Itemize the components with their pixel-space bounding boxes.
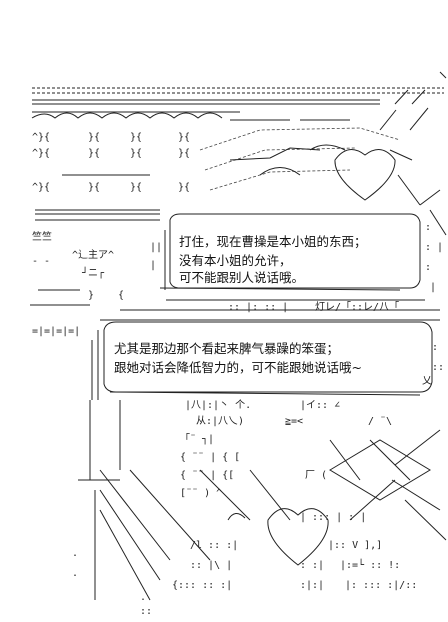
top-rules <box>32 71 447 105</box>
speech-bubble-top-line-1: 打住，现在曹操是本小姐的东西； <box>178 234 368 250</box>
svg-text:|:: V ],]: |:: V ],] <box>328 540 382 551</box>
svg-text:{ ¨¨ | { [: { ¨¨ | { [ <box>180 452 240 463</box>
svg-text:从:|八乀): 从:|八乀) <box>196 416 244 427</box>
svg-text:}{: }{ <box>130 148 142 159</box>
svg-text:}{: }{ <box>178 148 190 159</box>
svg-text::: : <box>425 262 431 273</box>
svg-text::: |: :: |: :: |: :: | <box>228 302 288 313</box>
svg-text:{::: :: :|: {::: :: :| <box>172 580 232 591</box>
svg-text:^}{: ^}{ <box>32 132 50 143</box>
svg-text:}{: }{ <box>88 148 100 159</box>
svg-text:|: | <box>150 260 156 271</box>
speech-bubble-bottom-line-2: 跟她对话会降低智力的，可不能跟她说话哦~ <box>113 360 363 376</box>
speech-bubble-top-outline: : : | : | <box>159 213 443 301</box>
left-face-details: 竺竺 ^辶主ア^ ┘ニ┌ - - } { =|=|=|=| || | <box>30 230 162 400</box>
svg-text:}{: }{ <box>130 182 142 193</box>
svg-text::: |\ |: :: |\ | <box>190 560 232 571</box>
svg-text:.: . <box>72 568 78 579</box>
svg-text::: : <box>432 342 438 353</box>
svg-text:|: | <box>430 282 436 293</box>
svg-text::|:|: :|:| <box>300 580 324 591</box>
svg-text:}{: }{ <box>130 132 142 143</box>
svg-text:^}{: ^}{ <box>32 182 50 193</box>
svg-text:: :|: : :| <box>300 560 324 571</box>
svg-text:{: { <box>118 290 124 301</box>
upper-right-figure <box>199 127 447 236</box>
svg-text:: |: : | <box>425 242 443 253</box>
svg-text:厂 (: 厂 ( <box>305 470 327 481</box>
middle-strip: :: |: :: | 灯レ/「::レ/八「 <box>100 301 440 321</box>
svg-text:}: } <box>88 290 94 301</box>
svg-text:/ ¨\: / ¨\ <box>368 416 392 427</box>
hair-pattern: ^}{ }{ }{ }{ ^}{ }{ }{ }{ ^}{ }{ }{ }{ <box>31 107 429 221</box>
svg-text:=|=|=|=|: =|=|=|=| <box>32 326 80 337</box>
svg-text:| ::: | : |: | ::: | : | <box>300 512 366 523</box>
svg-text:||: || <box>150 242 162 253</box>
svg-text:竺竺: 竺竺 <box>32 230 52 243</box>
speech-bubble-top-line-2: 没有本小姐的允许， <box>178 253 293 269</box>
svg-text:::: :: <box>432 362 444 373</box>
svg-text:≧=<: ≧=< <box>285 416 303 427</box>
speech-bubble-bottom-outline: 乂 : :: <box>103 321 444 396</box>
speech-bubble-top-line-3: 可不能跟别人说话哦。 <box>178 270 306 286</box>
svg-text:^辶主ア^: ^辶主ア^ <box>72 249 114 261</box>
svg-text:}{: }{ <box>178 182 190 193</box>
svg-text:.: . <box>140 592 146 603</box>
svg-text:|八|:|丶 个.: |八|:|丶 个. <box>185 399 251 411</box>
svg-text:乂: 乂 <box>422 376 432 387</box>
svg-text:}{: }{ <box>88 182 100 193</box>
svg-text:.: . <box>72 548 78 559</box>
svg-text:|: ::: :|/::: |: ::: :|/:: <box>345 580 417 591</box>
svg-text:「¨ ┐|: 「¨ ┐| <box>180 433 214 445</box>
speech-bubble-bottom-line-1: 尤其是那边那个看起来脾气暴躁的笨蛋； <box>113 341 341 357</box>
svg-text:|:=└ :: !:: |:=└ :: !: <box>340 558 400 571</box>
svg-text:- -: - - <box>32 256 50 267</box>
svg-text:}{: }{ <box>88 132 100 143</box>
svg-text:}{: }{ <box>178 132 190 143</box>
svg-text:灯レ/「::レ/八「: 灯レ/「::レ/八「 <box>315 301 399 313</box>
svg-text::: : <box>425 222 431 233</box>
svg-text:|イ:: ∠: |イ:: ∠ <box>300 400 340 411</box>
svg-text:[¨¨ ) ^: [¨¨ ) ^ <box>180 488 222 499</box>
svg-text:::: :: <box>140 606 152 617</box>
svg-text:{ ¨¨ | {[: { ¨¨ | {[ <box>180 470 234 481</box>
lower-figure: |八|:|丶 个. |イ:: ∠ 从:|八乀) ≧=< / ¨\ 「¨ ┐| {… <box>72 399 447 617</box>
svg-text:^}{: ^}{ <box>32 148 50 159</box>
svg-text:┘ニ┌: ┘ニ┌ <box>82 266 105 279</box>
svg-text:/l :: :|: /l :: :| <box>190 540 238 551</box>
